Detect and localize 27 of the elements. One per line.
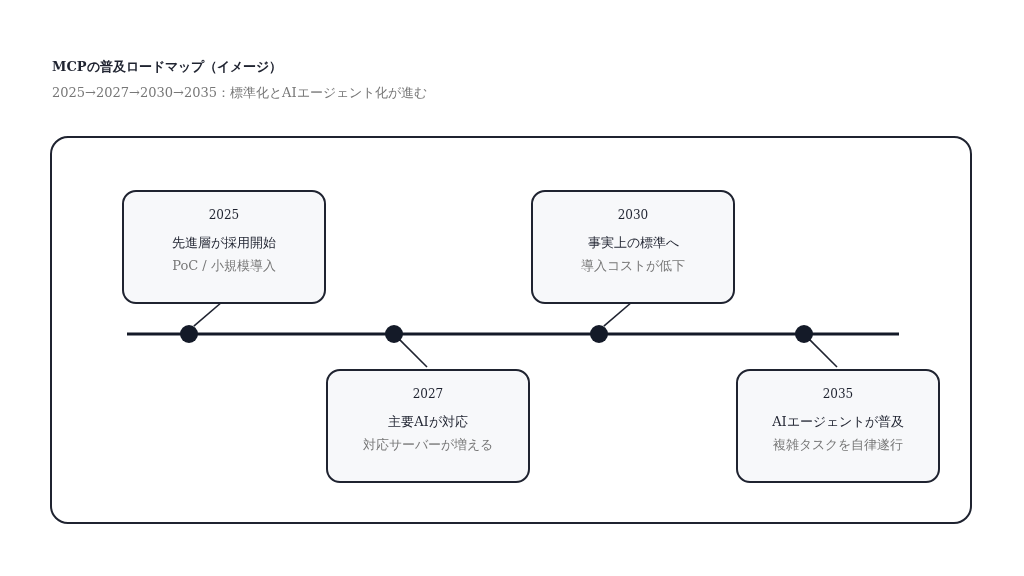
leader-line <box>397 337 428 368</box>
timeline-frame <box>50 136 972 524</box>
subtitle: 2025→2027→2030→2035：標準化とAIエージェント化が進む <box>52 84 427 102</box>
milestone-heading: 事実上の標準へ <box>586 234 680 252</box>
timeline-dot <box>795 325 813 343</box>
leader-line <box>807 337 838 368</box>
timeline-dot <box>385 325 403 343</box>
year-label: 2027 <box>411 387 445 401</box>
year-label: 2035 <box>821 387 855 401</box>
title: MCPの普及ロードマップ（イメージ） <box>52 58 282 76</box>
milestone-detail: 対応サーバーが増える <box>362 436 494 454</box>
year-label: 2030 <box>616 208 650 222</box>
milestone-heading: 先進層が採用開始 <box>171 234 277 252</box>
milestone-heading: AIエージェントが普及 <box>771 413 905 431</box>
year-label: 2025 <box>207 208 241 222</box>
timeline-dot <box>180 325 198 343</box>
milestone-card <box>122 190 326 304</box>
timeline-dot <box>590 325 608 343</box>
leader-line <box>193 301 223 327</box>
milestone-detail: 導入コストが低下 <box>580 257 686 275</box>
milestone-detail: PoC / 小規模導入 <box>171 257 277 275</box>
milestone-heading: 主要AIが対応 <box>387 413 469 431</box>
leader-line <box>603 301 633 327</box>
milestone-card <box>736 369 940 483</box>
milestone-card <box>531 190 735 304</box>
milestone-detail: 複雑タスクを自律遂行 <box>772 436 904 454</box>
milestone-card <box>326 369 530 483</box>
